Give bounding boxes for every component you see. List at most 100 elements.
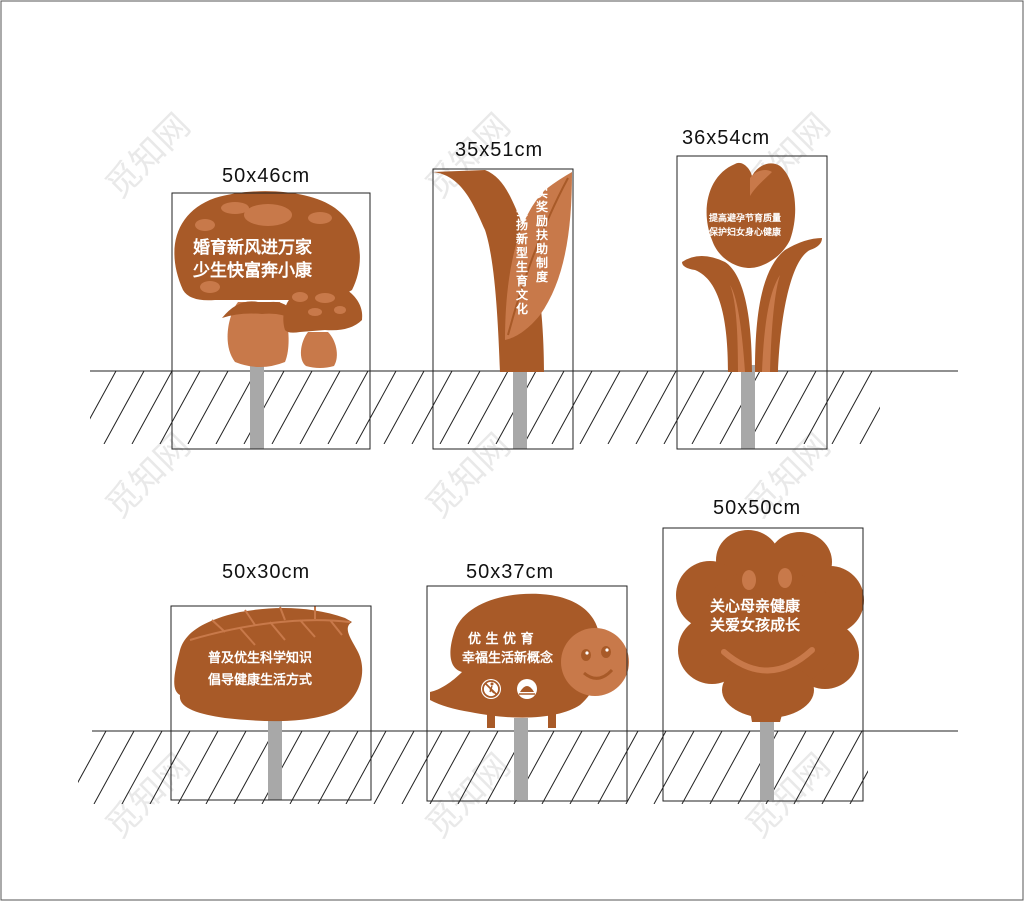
size-frame: [426, 585, 628, 802]
hatch-line: [205, 731, 247, 804]
hatch-line: [579, 371, 621, 444]
watermark-text: 觅知网: [98, 746, 198, 846]
hatch-line: [691, 371, 733, 444]
hatch-line: [831, 371, 873, 444]
hatch-line: [849, 770, 868, 804]
sign-snail: 50x37cm 优 生 优 育 幸福生活新概念: [426, 561, 629, 802]
size-label: 50x30cm: [222, 561, 310, 583]
cap-spot: [308, 212, 332, 224]
hatch-line: [821, 731, 863, 804]
flower-eye: [778, 568, 792, 588]
hatch-line: [439, 371, 481, 444]
watermark-text: 觅知网: [98, 106, 198, 206]
sign-line: 倡导健康生活方式: [207, 672, 312, 688]
tulip-bud: [706, 162, 796, 268]
hatch-line: [793, 731, 835, 804]
hatch-line: [187, 371, 229, 444]
size-label: 36x54cm: [682, 127, 770, 149]
size-frame: [662, 527, 864, 802]
pole: [250, 365, 264, 449]
size-label: 50x50cm: [713, 497, 801, 519]
sign-mushroom: 50x46cm 婚育新风进万家 少生快富奔小康: [171, 165, 371, 450]
hatch-line: [663, 371, 705, 444]
size-frame: [170, 605, 372, 801]
sign-flower: 50x50cm 关心母亲健康 关爱女孩成长: [662, 497, 864, 802]
sign-tulip: 36x54cm 提高避孕节育质量 保护妇女身心健康: [676, 127, 828, 450]
hatch-line: [93, 731, 135, 804]
sign-leaf: 50x30cm 普及优生科学知识 倡导健康生活方式: [170, 561, 372, 801]
hatch-line: [803, 371, 845, 444]
size-label: 50x37cm: [466, 561, 554, 583]
sign-line: 普及优生科学知识: [208, 650, 312, 666]
hatch-line: [233, 731, 275, 804]
hatch-line: [859, 406, 880, 444]
hatch-line: [429, 731, 471, 804]
pole: [760, 718, 774, 800]
sign-line-vertical: 落实奖励扶助制度: [536, 171, 549, 284]
sign-line: 关心母亲健康: [710, 597, 801, 615]
grass-care-icon: [517, 679, 537, 699]
snail-eye: [581, 649, 591, 661]
size-frame: [171, 192, 371, 450]
size-frame: [432, 168, 574, 450]
hatch-line: [78, 731, 107, 784]
sign-line: 少生快富奔小康: [192, 260, 313, 281]
pole: [268, 718, 282, 800]
hatch-line: [271, 371, 313, 444]
hatch-line: [327, 371, 369, 444]
tulip-leaf-left: [682, 256, 752, 372]
small-mushroom-stem: [300, 332, 337, 368]
hatch-line: [177, 731, 219, 804]
hatch-line: [355, 371, 397, 444]
hatch-line: [569, 731, 611, 804]
hatch-line: [159, 371, 201, 444]
hatch-line: [775, 371, 817, 444]
sign-line: 提高避孕节育质量: [709, 212, 781, 224]
flower-body: [676, 530, 864, 722]
hatch-line: [149, 731, 191, 804]
sign-line: 保护妇女身心健康: [708, 226, 782, 238]
sign-line: 幸福生活新概念: [462, 650, 553, 666]
no-walking-icon: [481, 679, 501, 699]
cap-spot: [195, 219, 215, 231]
hatch-line: [289, 731, 331, 804]
snail-head: [561, 628, 629, 696]
pole: [514, 718, 528, 800]
hatch-line: [625, 731, 667, 804]
watermark-text: 觅知网: [98, 426, 198, 526]
hatch-line: [317, 731, 359, 804]
leaf-veins: [189, 606, 351, 646]
hatch-line: [299, 371, 341, 444]
hatch-line: [551, 371, 593, 444]
hatch-line: [888, 371, 928, 444]
sign-line: 优 生 优 育: [468, 631, 534, 647]
hatch-line: [373, 731, 415, 804]
hatch-line: [523, 371, 565, 444]
flower-smile: [721, 647, 815, 674]
hatch-line: [90, 371, 117, 420]
hatch-line: [345, 731, 387, 804]
hatch-line: [467, 371, 509, 444]
size-label: 50x46cm: [222, 165, 310, 187]
hatch-line: [681, 731, 723, 804]
hatch-line: [383, 371, 425, 444]
hatch-line: [878, 731, 918, 804]
sign-line: 婚育新风进万家: [193, 237, 312, 258]
mushroom-stem: [227, 302, 289, 367]
hatch-line: [635, 371, 677, 444]
hatch-line: [411, 371, 453, 444]
hatch-line: [131, 371, 173, 444]
watermark-text: 觅知网: [738, 746, 838, 846]
sign-line: 关爱女孩成长: [710, 616, 801, 634]
hatch-line: [541, 731, 583, 804]
hatch-line: [597, 731, 639, 804]
hatch-line: [457, 731, 499, 804]
size-label: 35x51cm: [455, 139, 543, 161]
snail-eye: [601, 646, 611, 658]
snail-shell: [430, 593, 602, 718]
hatch-line: [653, 731, 695, 804]
hatch-line: [103, 371, 145, 444]
pole: [513, 365, 527, 449]
cap-spot: [200, 281, 220, 293]
